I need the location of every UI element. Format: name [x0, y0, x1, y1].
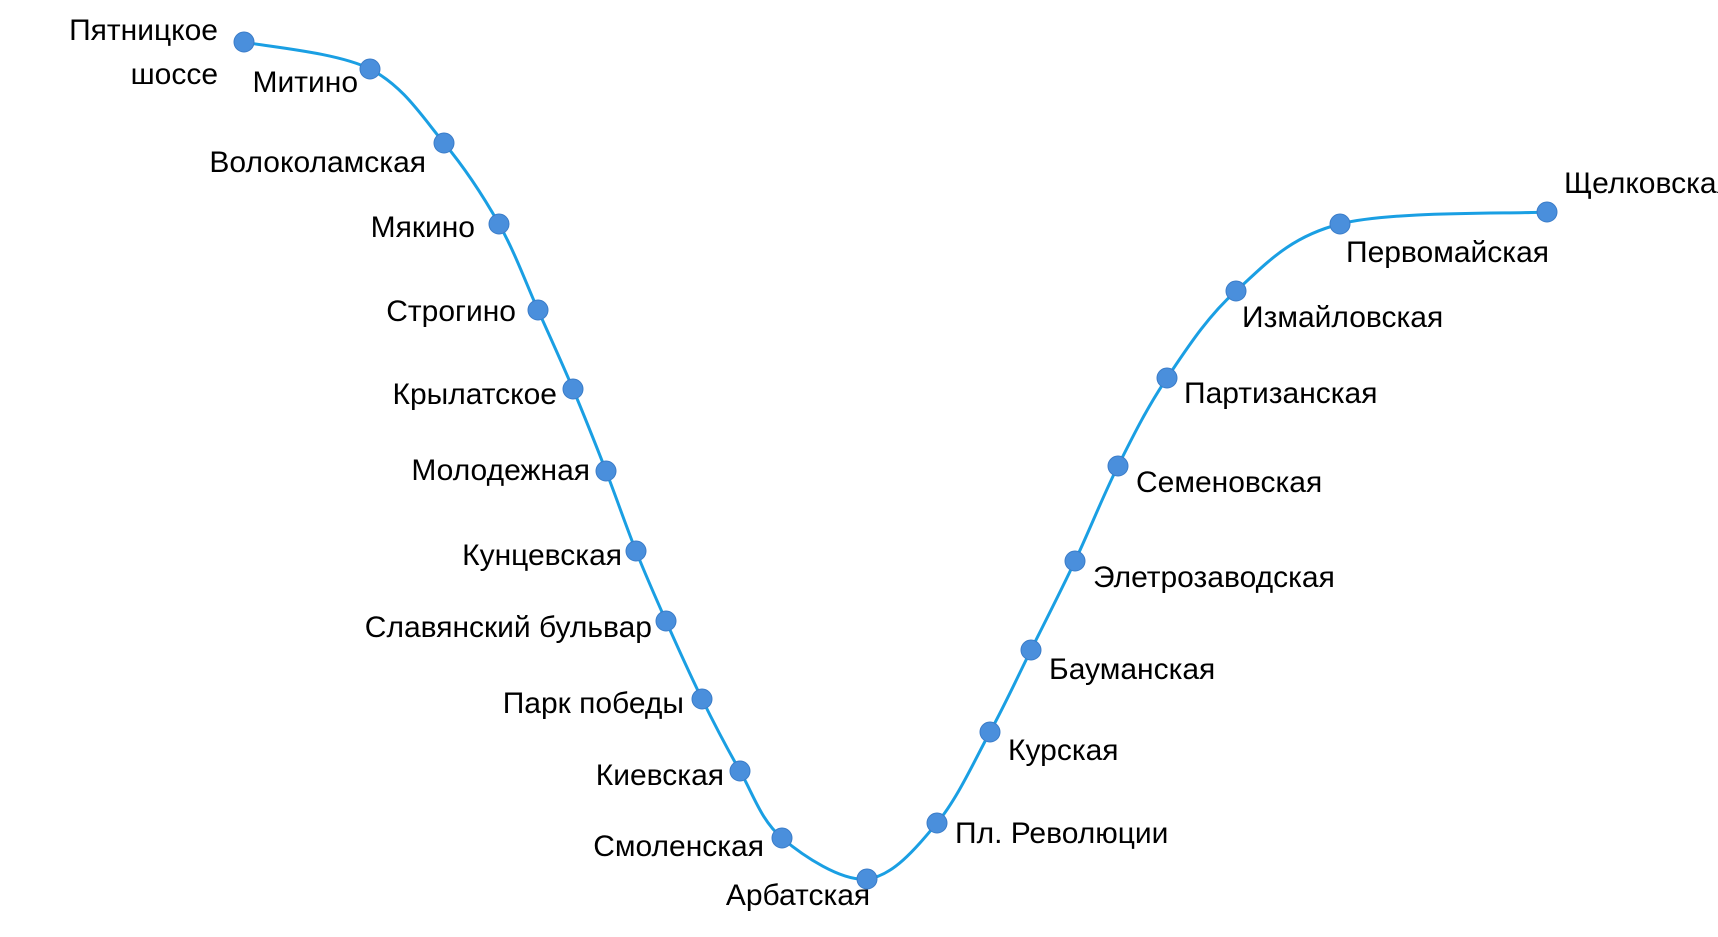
station-label: Киевская	[596, 759, 724, 792]
station-marker	[595, 460, 617, 482]
station-label: Кунцевская	[462, 539, 622, 572]
station-label: Строгино	[386, 295, 516, 328]
station-marker	[1225, 280, 1247, 302]
station-label: Крылатское	[393, 378, 558, 411]
station-label: Первомайская	[1346, 236, 1549, 269]
station-marker	[771, 827, 793, 849]
station-marker	[1064, 550, 1086, 572]
station-label: Молодежная	[411, 454, 590, 487]
station-label: Курская	[1008, 734, 1119, 767]
station-marker	[433, 132, 455, 154]
station-marker	[1329, 213, 1351, 235]
station-label: Славянский бульвар	[365, 611, 652, 644]
station-label: Пл. Революции	[955, 817, 1168, 850]
station-label: Элетрозаводская	[1093, 561, 1335, 594]
station-marker	[527, 299, 549, 321]
station-marker	[691, 688, 713, 710]
station-marker	[488, 213, 510, 235]
station-marker	[625, 540, 647, 562]
station-marker	[729, 760, 751, 782]
station-label: Арбатская	[726, 879, 870, 912]
station-marker	[1107, 455, 1129, 477]
station-marker	[359, 58, 381, 80]
station-label: Волоколамская	[209, 146, 426, 179]
station-marker	[562, 378, 584, 400]
station-label: Измайловская	[1242, 301, 1443, 334]
station-label: Бауманская	[1049, 653, 1215, 686]
station-marker	[1536, 201, 1558, 223]
station-label: Мякино	[371, 211, 475, 244]
station-label: Смоленская	[593, 830, 764, 863]
station-marker	[1156, 367, 1178, 389]
station-marker	[856, 868, 878, 890]
station-label: Митино	[253, 66, 359, 99]
station-marker	[926, 812, 948, 834]
station-label: Парк победы	[503, 687, 684, 720]
station-marker	[655, 610, 677, 632]
station-marker	[1020, 639, 1042, 661]
station-label: Партизанская	[1184, 377, 1378, 410]
station-marker	[979, 721, 1001, 743]
station-marker	[233, 31, 255, 53]
station-label: Щелковская	[1564, 167, 1718, 200]
station-label: Семеновская	[1136, 466, 1322, 499]
station-markers	[233, 31, 1558, 890]
